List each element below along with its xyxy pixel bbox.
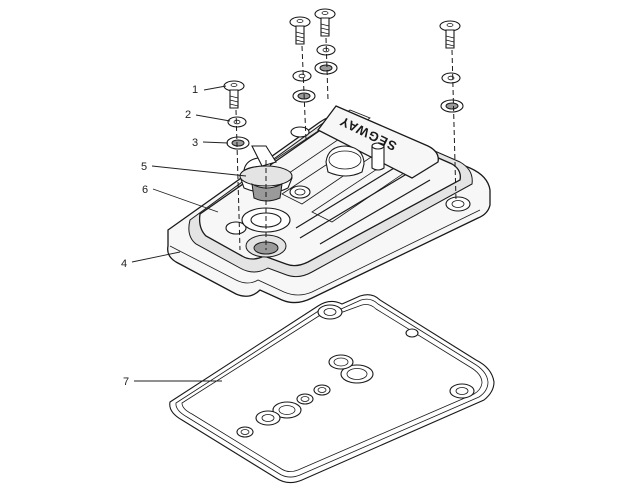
- cover-gasket: [169, 294, 495, 484]
- callout-5: 5: [141, 161, 147, 173]
- bolt-stack-left: [223, 80, 250, 251]
- bolt-stack-center-right: [314, 8, 338, 101]
- callout-labels: 1 2 3 4 5 6 7: [121, 84, 198, 388]
- bolt-stack-right: [439, 20, 464, 201]
- callout-1: 1: [192, 84, 198, 96]
- valve-cover: SEGWAY: [167, 105, 491, 304]
- callout-7: 7: [123, 376, 129, 388]
- callout-4: 4: [121, 258, 127, 270]
- callout-2: 2: [185, 109, 191, 121]
- callout-3: 3: [192, 137, 198, 149]
- bolt-stack-center-left: [289, 16, 316, 141]
- leader-lines: [131, 85, 247, 382]
- callout-6: 6: [142, 184, 148, 196]
